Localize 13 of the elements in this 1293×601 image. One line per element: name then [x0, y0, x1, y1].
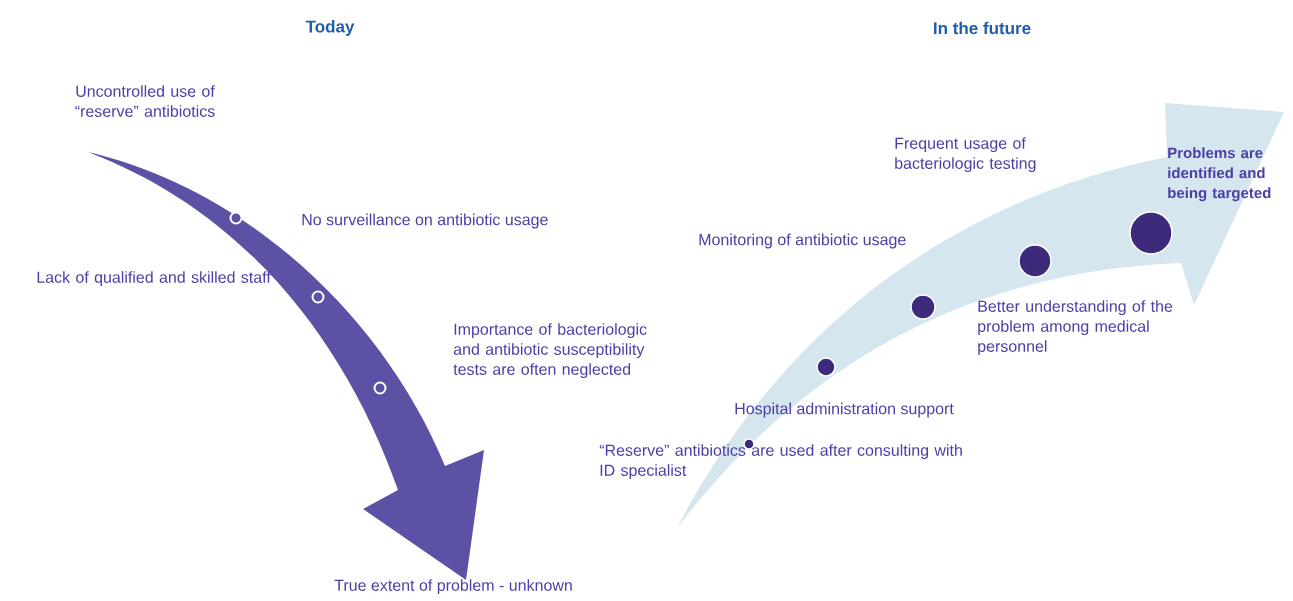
step-text: No surveillance on antibiotic usage — [302, 213, 548, 229]
step-text: Frequent usage of bacteriologic testing — [895, 137, 1036, 173]
goal-text: Problems are identified and being targeted — [1168, 147, 1271, 202]
step-text: Hospital administration support — [735, 402, 954, 418]
step-text: Uncontrolled use of “reserve” antibiotics — [75, 85, 215, 117]
step-text: Importance of bacteriologic and antibiotic susceptibility tests are often neglected — [453, 323, 647, 379]
step-text: True extent of problem - unknown — [334, 579, 572, 595]
step-text: Monitoring of antibiotic usage — [699, 233, 906, 249]
heading: Today — [305, 20, 355, 36]
step-text: “Reserve” antibiotics are used after consulting with ID specialist — [599, 444, 962, 480]
step-text: Better understanding of the problem among medical personnel — [978, 300, 1173, 356]
step-text: Lack of qualified and skilled staff — [37, 271, 271, 287]
heading: In the future — [934, 21, 1031, 35]
